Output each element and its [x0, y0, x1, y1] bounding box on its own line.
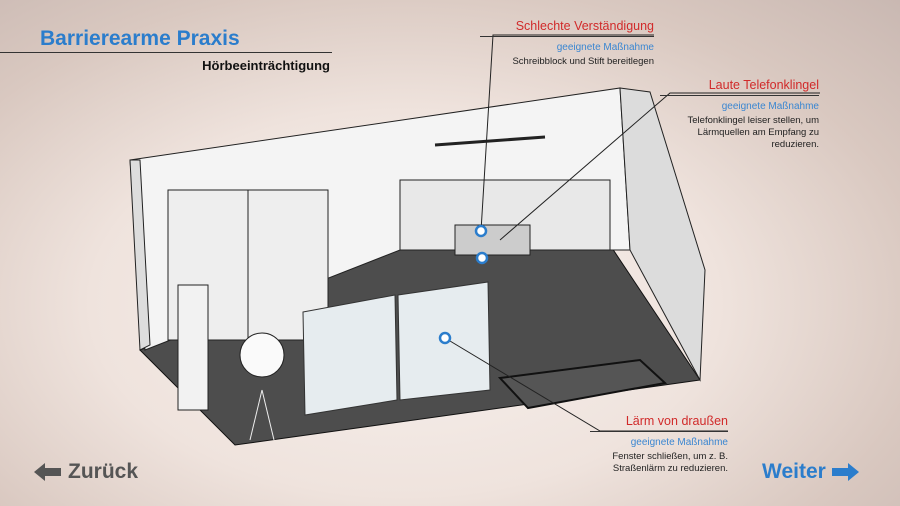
page-subtitle: Hörbeeinträchtigung [202, 58, 330, 73]
callout-communication: Schlechte Verständigung geeignete Maßnah… [480, 19, 654, 68]
callout-measure-label: geeignete Maßnahme [556, 42, 654, 53]
callout-outside-noise: Lärm von draußen geeignete Maßnahme Fens… [590, 414, 728, 475]
callout-text: Lärmquellen am Empfang zu [697, 127, 819, 138]
callout-divider [480, 36, 654, 37]
title-divider [0, 52, 332, 53]
callout-title: Schlechte Verständigung [515, 19, 654, 33]
callout-divider [590, 431, 728, 432]
callout-title: Lärm von draußen [625, 414, 728, 428]
callout-title: Laute Telefonklingel [708, 78, 819, 92]
page-title: Barrierearme Praxis [40, 27, 240, 50]
callout-phone: Laute Telefonklingel geeignete Maßnahme … [660, 78, 819, 151]
arrow-right-icon [831, 463, 859, 481]
callout-divider [660, 95, 819, 96]
hotspot-outside-noise[interactable] [438, 331, 452, 345]
plant [239, 332, 285, 378]
callout-measure-label: geeignete Maßnahme [630, 437, 728, 448]
callout-text: Straßenlärm zu reduzieren. [612, 463, 728, 474]
callout-measure-label: geeignete Maßnahme [721, 101, 819, 112]
hotspot-phone[interactable] [475, 251, 489, 265]
callout-text: reduzieren. [771, 139, 819, 150]
back-label: Zurück [68, 460, 139, 483]
right-wall [619, 87, 706, 382]
hotspot-communication[interactable] [474, 224, 488, 238]
door [177, 284, 209, 411]
callout-text: Fenster schließen, um z. B. [612, 451, 728, 462]
arrow-left-icon [34, 463, 61, 481]
callout-text: Schreibblock und Stift bereitlegen [512, 56, 654, 67]
callout-text: Telefonklingel leiser stellen, um [687, 115, 819, 126]
left-wall [129, 159, 151, 351]
next-button[interactable]: Weiter [762, 460, 860, 484]
next-label: Weiter [762, 460, 826, 483]
back-button[interactable]: Zurück [34, 460, 138, 484]
